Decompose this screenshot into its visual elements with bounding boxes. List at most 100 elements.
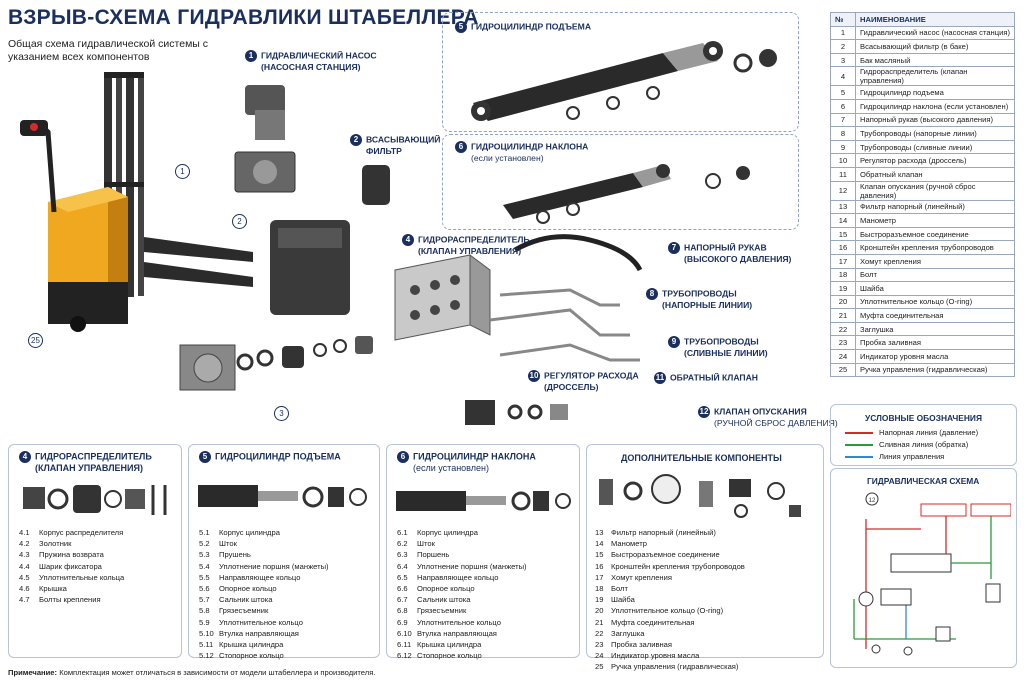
part-name: Заглушка bbox=[611, 628, 645, 638]
part-name: Поршень bbox=[417, 550, 450, 560]
bom-row-name: Бак масляный bbox=[855, 52, 1015, 68]
bom-row-name: Ручка управления (гидравлическая) bbox=[855, 362, 1015, 378]
bom-row-num: 24 bbox=[830, 349, 856, 364]
part-list-item: 6.8 Грязесъемник bbox=[397, 605, 527, 616]
exploded-parts bbox=[179, 85, 643, 425]
part-num: 5.3 bbox=[199, 550, 210, 560]
part-name: Крышка цилиндра bbox=[219, 640, 284, 650]
bom-row-name: Индикатор уровня масла bbox=[855, 349, 1015, 364]
part-num: 5.9 bbox=[199, 617, 210, 627]
part-num: 5.1 bbox=[199, 528, 210, 537]
part-num: 4.5 bbox=[19, 572, 30, 582]
part-num: 18 bbox=[595, 584, 604, 594]
part-name: Крышка цилиндра bbox=[417, 640, 482, 650]
bom-row-name: Обратный клапан bbox=[855, 166, 1015, 182]
marker-3: 3 bbox=[274, 406, 289, 421]
tilt-details-illustration bbox=[396, 491, 571, 511]
part-name: Золотник bbox=[39, 539, 72, 549]
legend-item: Сливная линия (обратка) bbox=[845, 439, 978, 451]
schema-title: ГИДРАВЛИЧЕСКАЯ СХЕМА bbox=[867, 476, 980, 486]
bom-row-name: Муфта соединительная bbox=[855, 308, 1015, 323]
extra-components-title: ДОПОЛНИТЕЛЬНЫЕ КОМПОНЕНТЫ bbox=[621, 453, 782, 463]
tilt-cylinder-illustration bbox=[503, 164, 750, 224]
part-name: Направляющее кольцо bbox=[219, 572, 301, 582]
legend-swatch bbox=[845, 432, 873, 434]
part-num: 19 bbox=[595, 595, 604, 605]
part-num: 6.8 bbox=[397, 606, 408, 616]
part-name: Индикатор уровня масла bbox=[611, 651, 700, 661]
part-num: 5.11 bbox=[199, 640, 214, 650]
part-name: Грязесъемник bbox=[417, 606, 467, 616]
legend-item: Напорная линия (давление) bbox=[845, 427, 978, 439]
marker-25: 25 bbox=[28, 333, 43, 348]
legend-swatch bbox=[845, 444, 873, 446]
bom-row-name: Гидроцилиндр подъема bbox=[855, 85, 1015, 100]
part-name: Сальник штока bbox=[219, 595, 273, 605]
part-name: Стопорное кольцо bbox=[417, 651, 482, 661]
part-num: 6.7 bbox=[397, 595, 408, 605]
part-name: Уплотнительное кольцо bbox=[219, 617, 303, 627]
part-list-item: 5.9 Уплотнительное кольцо bbox=[199, 617, 329, 628]
part-num: 25 bbox=[595, 662, 604, 672]
part-num: 6.12 bbox=[397, 651, 412, 661]
part-list-item: 6.3 Поршень bbox=[397, 549, 527, 560]
part-name: Втулка направляющая bbox=[417, 628, 497, 638]
bom-row-name: Хомут крепления bbox=[855, 253, 1015, 269]
part-num: 20 bbox=[595, 606, 604, 616]
part-num: 22 bbox=[595, 628, 604, 638]
part-num: 4.4 bbox=[19, 561, 30, 571]
part-list-item: 6.12 Стопорное кольцо bbox=[397, 650, 527, 661]
bom-row-num: 16 bbox=[830, 240, 856, 255]
part-num: 6.3 bbox=[397, 550, 408, 560]
part-list-item: 5.11 Крышка цилиндра bbox=[199, 639, 329, 650]
part-name: Втулка направляющая bbox=[219, 628, 299, 638]
bom-row-name: Болт bbox=[855, 267, 1015, 283]
bom-row-name: Всасывающий фильтр (в баке) bbox=[855, 39, 1015, 54]
bom-row-num: 23 bbox=[830, 335, 856, 351]
part-name: Болты крепления bbox=[39, 595, 101, 605]
bom-row-name: Напорный рукав (высокого давления) bbox=[855, 112, 1015, 128]
bom-row-name: Шайба bbox=[855, 281, 1015, 296]
legend-panel: УСЛОВНЫЕ ОБОЗНАЧЕНИЯ Напорная линия (дав… bbox=[830, 404, 1017, 466]
bom-row-name: Пробка заливная bbox=[855, 335, 1015, 351]
part-name: Пружина возврата bbox=[39, 550, 104, 560]
bom-row-num: 15 bbox=[830, 226, 856, 242]
part-name: Муфта соединительная bbox=[611, 617, 695, 627]
bom-row-num: 3 bbox=[830, 52, 856, 68]
